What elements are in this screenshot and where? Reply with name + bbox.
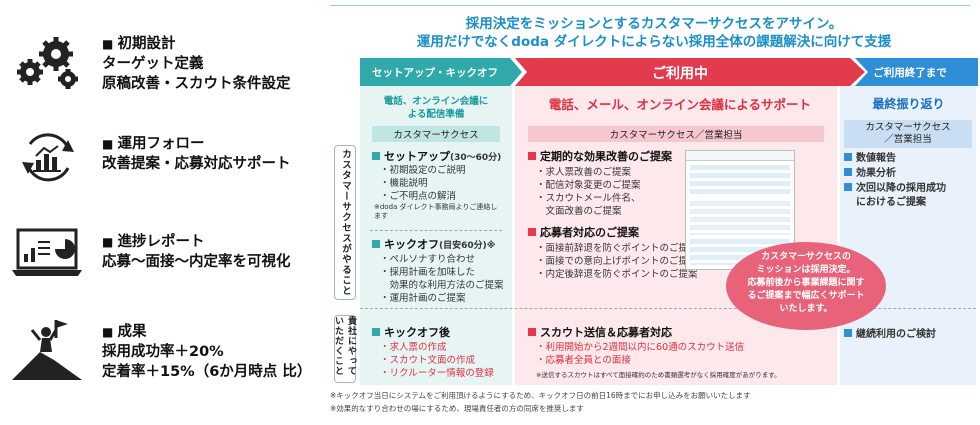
setup-item: ・ご不明点の解消 xyxy=(380,191,457,202)
using-item: ・面接前辞退を防ぐポイントのご提案 xyxy=(536,243,698,254)
after-client-item: 継続利用のご検討 xyxy=(844,328,936,341)
using-pill: カスタマーサクセス／営業担当 xyxy=(528,126,824,142)
setup-block2-title: キックオフ(目安60分)※ xyxy=(372,238,496,253)
using-client-title: スカウト送信＆応募者対応 xyxy=(528,326,672,340)
setup-client-item: ・リクルーター情報の登録 xyxy=(380,368,494,379)
feature-heading: 初期設計 xyxy=(102,34,291,54)
feature-line: 定着率＋15%（6か月時点 比） xyxy=(102,364,312,380)
footnote: ※効果的なすり合わせの場にするため、現場責任者の方の同席を推奨します xyxy=(330,404,584,413)
using-sub: 電話、メール、オンライン会議によるサポート xyxy=(548,97,812,112)
after-sub: 最終振り返り xyxy=(872,97,945,111)
feature-heading: 運用フォロー xyxy=(102,134,291,154)
using-client-note: ※送信するスカウトはすべて面接確約のため書類選考がなく採用確度があがります。 xyxy=(536,371,781,379)
setup-divider xyxy=(370,230,502,231)
using-client-item: ・応募者全員との面接 xyxy=(536,355,631,366)
header-line-2: 運用だけでなくdoda ダイレクトによらない採用全体の課題解決に向けて支援 xyxy=(416,34,892,50)
summit-icon xyxy=(12,320,82,380)
phase-after: ご利用終了まで xyxy=(873,67,947,79)
using-block1-title: 定期的な効果改善のご提案 xyxy=(528,150,672,164)
setup-item: ・採用計画を加味した xyxy=(380,267,476,278)
phase-arrows xyxy=(360,58,978,86)
feature-results: 成果 採用成功率＋20% 定着率＋15%（6か月時点 比） xyxy=(0,316,330,396)
feature-initial-design: 初期設計 ターゲット定義 原稿改善・スカウト条件設定 xyxy=(0,28,330,98)
setup-note: ※doda ダイレクト事務局よりご連絡します xyxy=(374,203,498,220)
row-label-client: 貴社にやっていただくこと xyxy=(333,315,356,383)
gears-icon xyxy=(17,37,78,89)
cycle-icon xyxy=(22,133,74,182)
setup-item: ・機能説明 xyxy=(380,178,428,189)
feature-line: 原稿改善・スカウト条件設定 xyxy=(102,76,291,92)
divider xyxy=(330,5,970,6)
after-item: におけるご提案 xyxy=(856,197,926,208)
using-client-item: ・利用開始から2週間以内に60通のスカウト送信 xyxy=(536,342,745,353)
setup-client-item: ・スカウト文面の作成 xyxy=(380,355,476,366)
after-item: 効果分析 xyxy=(844,167,896,180)
header-line-1: 採用決定をミッションとするカスタマーサクセスをアサイン。 xyxy=(465,16,843,32)
after-pill: カスタマーサクセス／営業担当 xyxy=(844,120,972,148)
using-item: ・面接での意向上げポイントのご提案 xyxy=(536,256,698,267)
setup-pill: カスタマーサクセス xyxy=(372,126,500,142)
setup-sub-2: よる配信準備 xyxy=(407,109,465,120)
after-item: 数値報告 xyxy=(844,152,896,165)
support-flow-diagram: 採用決定をミッションとするカスタマーサクセスをアサイン。 運用だけでなくdoda… xyxy=(330,0,980,425)
setup-item: 効果的な利用方法のご提案 xyxy=(380,280,504,291)
setup-client-title: キックオフ後 xyxy=(372,326,450,340)
using-item: ・配信対象変更のご提案 xyxy=(536,180,641,191)
setup-sub-1: 電話、オンライン会議に xyxy=(383,96,489,107)
feature-heading: 進捗レポート xyxy=(102,232,291,252)
feature-progress-report: 進捗レポート 応募〜面接〜内定率を可視化 xyxy=(0,218,330,288)
row-divider xyxy=(360,308,976,309)
feature-list: 初期設計 ターゲット定義 原稿改善・スカウト条件設定 運用フォロー 改善提案・応… xyxy=(0,0,330,425)
mission-bubble: カスタマーサクセスのミッションは採用決定。応募前後から事業課題に関するご提案まで… xyxy=(726,242,886,330)
using-block2-title: 応募者対応のご提案 xyxy=(528,226,639,240)
report-icon xyxy=(12,228,82,276)
feature-operation-follow: 運用フォロー 改善提案・応募対応サポート xyxy=(0,120,330,190)
phase-setup: セットアップ・キックオフ xyxy=(372,67,498,79)
phase-using: ご利用中 xyxy=(652,65,708,82)
using-item: ・求人票改善のご提案 xyxy=(536,167,632,178)
setup-item: ・初期設定のご説明 xyxy=(380,165,466,176)
setup-block1-title: セットアップ(30〜60分) xyxy=(372,150,501,165)
using-item: ・内定後辞退を防ぐポイントのご提案 xyxy=(536,269,698,280)
row-label-cs: カスタマーサクセスがやること xyxy=(334,145,356,300)
feature-line: ターゲット定義 xyxy=(102,56,204,72)
feature-line: 改善提案・応募対応サポート xyxy=(102,156,291,172)
footnote: ※キックオフ当日にシステムをご利用頂けるようにするため、キックオフ日の前日16時… xyxy=(330,391,751,400)
setup-item: ・運用計画のご提案 xyxy=(380,293,466,304)
feature-line: 応募〜面接〜内定率を可視化 xyxy=(102,254,291,270)
setup-item: ・ペルソナすり合わせ xyxy=(380,254,476,265)
setup-client-item: ・求人票の作成 xyxy=(380,342,447,353)
using-item: ・スカウトメール件名、 xyxy=(536,193,641,204)
feature-heading: 成果 xyxy=(102,322,311,342)
using-item: 文面改善のご提案 xyxy=(536,206,622,217)
after-item: 次回以降の採用成功 xyxy=(844,182,946,195)
feature-line: 採用成功率＋20% xyxy=(102,344,224,360)
